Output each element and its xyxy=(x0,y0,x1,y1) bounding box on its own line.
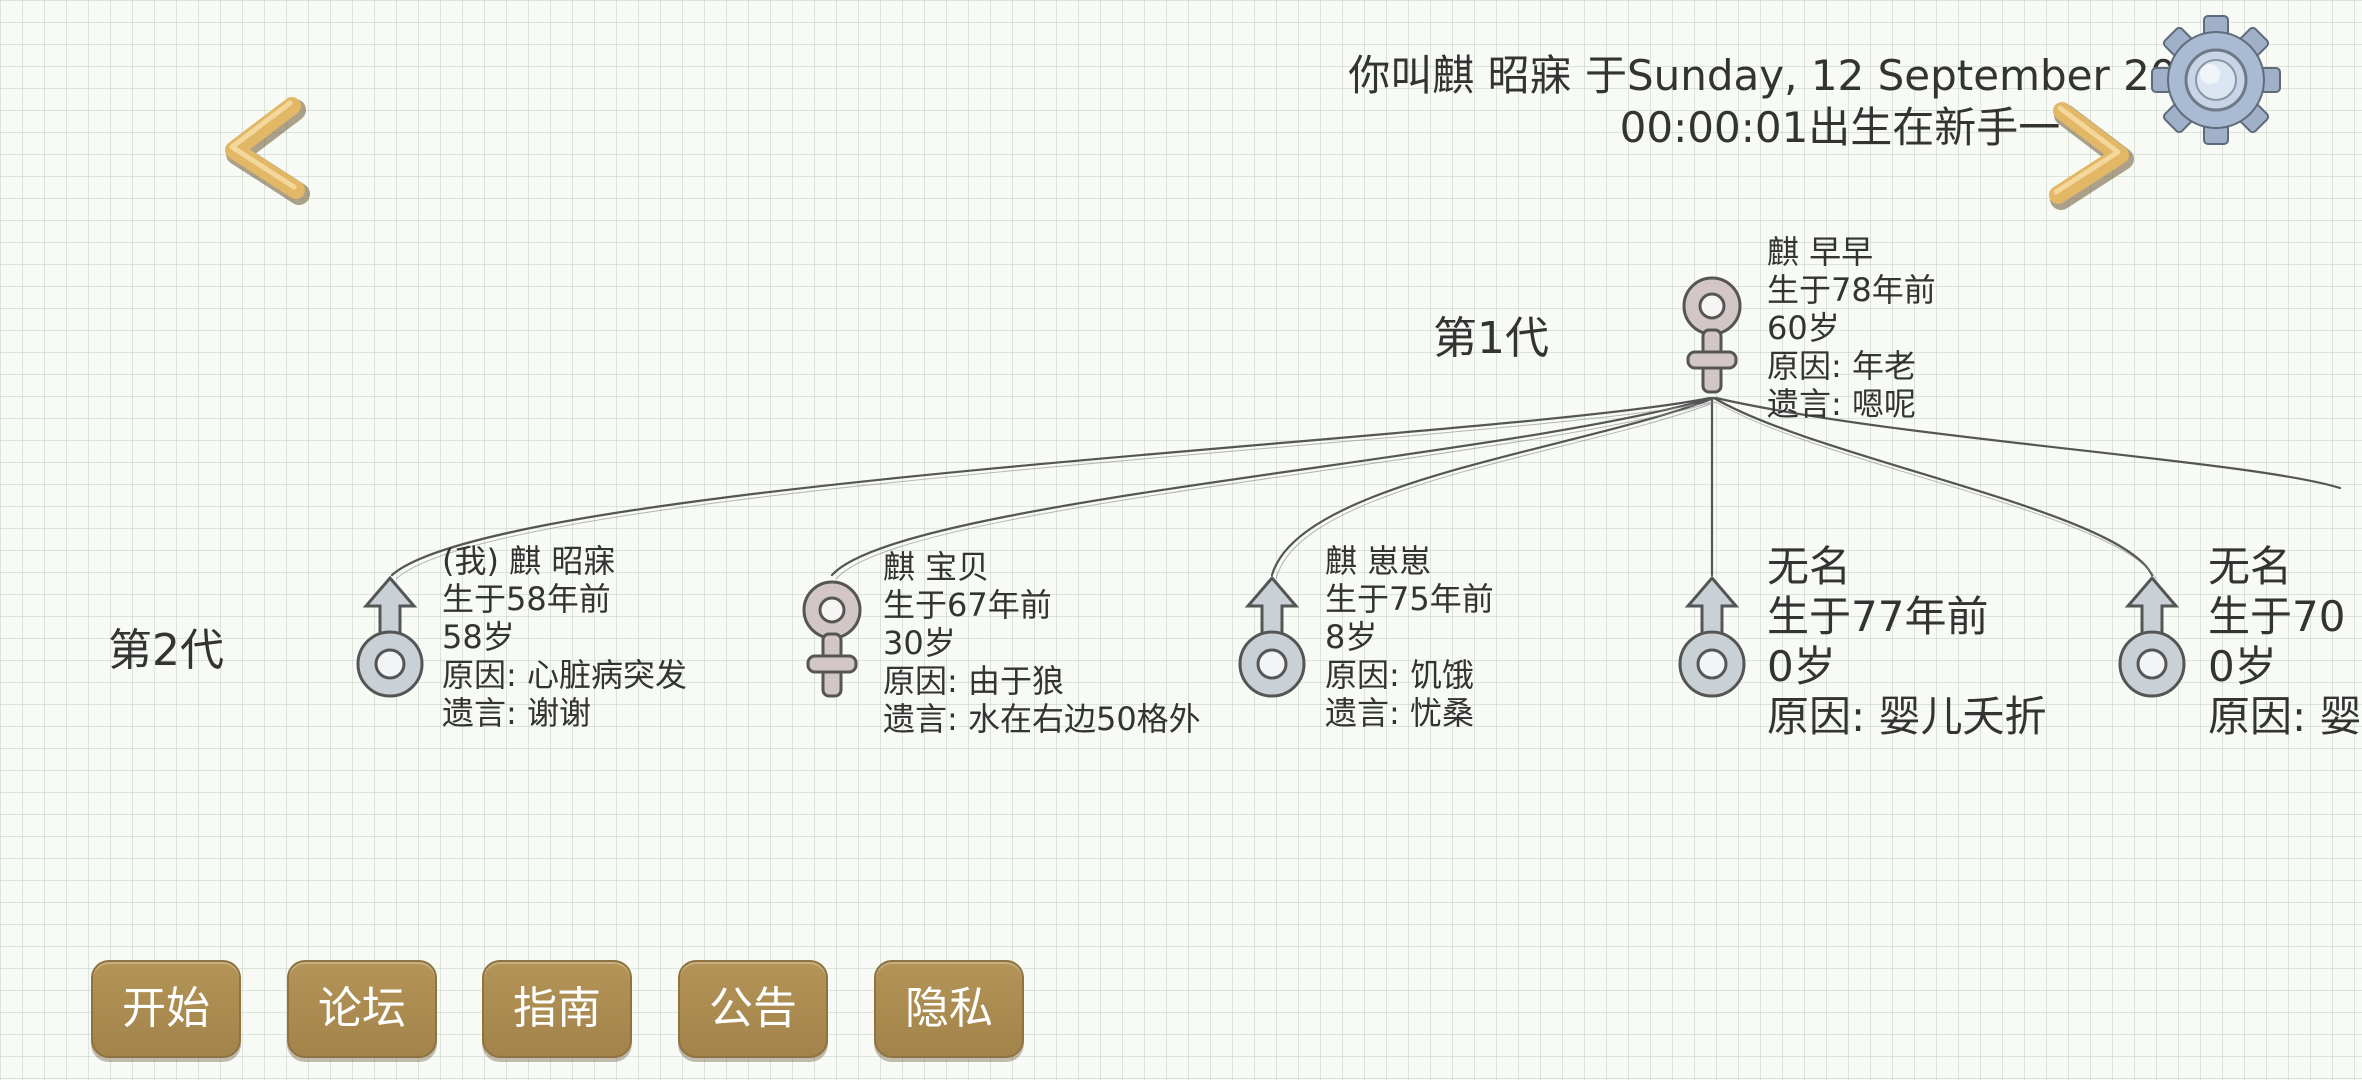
person-will: 遗言: 水在右边50格外 xyxy=(883,700,1201,738)
male-symbol-icon xyxy=(1678,575,1746,698)
person-node[interactable] xyxy=(2112,572,2192,706)
person-node[interactable] xyxy=(1672,572,1752,706)
guide-button[interactable]: 指南 xyxy=(482,960,632,1058)
male-symbol-icon xyxy=(1238,575,1306,698)
person-info: 麒 宝贝 生于67年前 30岁 原因: 由于狼 遗言: 水在右边50格外 xyxy=(883,548,1201,738)
person-node[interactable] xyxy=(792,572,872,706)
person-cause: 原因: 由于狼 xyxy=(883,662,1064,700)
person-cause: 原因: 饥饿 xyxy=(1325,656,1474,694)
person-info: 无名 生于70 0岁 原因: 婴 xyxy=(2208,542,2362,742)
person-born: 生于78年前 xyxy=(1767,271,1936,309)
person-born: 生于67年前 xyxy=(883,586,1052,624)
next-button[interactable] xyxy=(2030,95,2140,215)
generation-2-label: 第2代 xyxy=(108,625,224,676)
female-symbol-icon xyxy=(1682,276,1742,394)
person-info: (我) 麒 昭寐 生于58年前 58岁 原因: 心脏病突发 遗言: 谢谢 xyxy=(442,542,687,732)
forum-button[interactable]: 论坛 xyxy=(287,960,437,1058)
person-cause: 原因: 婴 xyxy=(2208,692,2362,741)
start-button[interactable]: 开始 xyxy=(91,960,241,1058)
female-symbol-icon xyxy=(802,580,862,698)
person-born: 生于58年前 xyxy=(442,580,611,618)
person-age: 30岁 xyxy=(883,624,956,662)
person-age: 0岁 xyxy=(1767,642,1836,691)
chevron-right-icon xyxy=(2049,102,2134,210)
person-node[interactable] xyxy=(1232,572,1312,706)
person-will: 遗言: 谢谢 xyxy=(442,694,591,732)
person-age: 58岁 xyxy=(442,618,515,656)
settings-button[interactable] xyxy=(2148,12,2284,148)
birth-info-header: 你叫麒 昭寐 于Sunday, 12 September 2021 00:00:… xyxy=(1200,50,2230,154)
person-name: 麒 宝贝 xyxy=(883,548,990,586)
person-name: 麒 崽崽 xyxy=(1325,542,1432,580)
person-born: 生于75年前 xyxy=(1325,580,1494,618)
person-age: 8岁 xyxy=(1325,618,1378,656)
person-cause: 原因: 婴儿夭折 xyxy=(1767,692,2047,741)
person-node-self[interactable] xyxy=(350,572,430,706)
chevron-left-icon xyxy=(225,97,310,205)
person-node[interactable] xyxy=(1672,268,1752,402)
male-symbol-icon xyxy=(356,575,424,698)
privacy-button[interactable]: 隐私 xyxy=(874,960,1024,1058)
person-info: 麒 早早 生于78年前 60岁 原因: 年老 遗言: 嗯呢 xyxy=(1767,233,1936,423)
person-name: (我) 麒 昭寐 xyxy=(442,542,616,580)
header-line-1: 你叫麒 昭寐 于Sunday, 12 September 2021 xyxy=(1348,51,2230,100)
person-cause: 原因: 心脏病突发 xyxy=(442,656,687,694)
person-name: 无名 xyxy=(2208,542,2293,591)
person-born: 生于77年前 xyxy=(1767,592,1989,641)
person-name: 无名 xyxy=(1767,542,1852,591)
person-info: 无名 生于77年前 0岁 原因: 婴儿夭折 xyxy=(1767,542,2047,742)
person-born: 生于70 xyxy=(2208,592,2346,641)
generation-1-label: 第1代 xyxy=(1433,313,1549,364)
person-will: 遗言: 忧桑 xyxy=(1325,694,1474,732)
person-age: 60岁 xyxy=(1767,309,1840,347)
person-cause: 原因: 年老 xyxy=(1767,347,1916,385)
prev-button[interactable] xyxy=(214,90,324,210)
gear-icon xyxy=(2151,15,2281,145)
person-info: 麒 崽崽 生于75年前 8岁 原因: 饥饿 遗言: 忧桑 xyxy=(1325,542,1494,732)
person-name: 麒 早早 xyxy=(1767,233,1874,271)
male-symbol-icon xyxy=(2118,575,2186,698)
notice-button[interactable]: 公告 xyxy=(678,960,828,1058)
header-line-2: 00:00:01出生在新手一 xyxy=(1619,103,2061,152)
person-age: 0岁 xyxy=(2208,642,2277,691)
person-will: 遗言: 嗯呢 xyxy=(1767,385,1916,423)
